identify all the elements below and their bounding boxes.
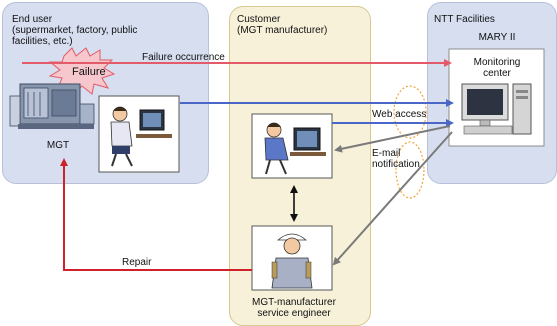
email-arrow-engineer [332,131,453,266]
customer-title: Customer (MGT manufacturer) [237,14,328,36]
ntt-title: NTT Facilities [434,14,495,25]
failure-burst-label: Failure [72,66,106,78]
monitoring-center-label: Monitoring center [473,57,521,79]
mgt-machine-icon [9,83,95,129]
repair-arrow [60,158,252,271]
monitoring-computer-icon [448,48,545,147]
email-arrow-customer [334,125,451,153]
web-access-cloud [393,85,427,139]
repair-label: Repair [122,257,152,268]
email-notification-label: E-mail notification [372,148,420,170]
failure-occurrence-label: Failure occurrence [142,52,225,63]
email-cloud [395,141,425,199]
service-engineer-label: MGT-manufacturer service engineer [252,297,336,319]
end-user-title: End user (supermarket, factory, public f… [12,14,138,47]
failure-burst [48,47,116,95]
mgt-label: MGT [46,140,70,151]
web-access-label: Web access [372,109,427,120]
end-user-operator-image [98,95,180,173]
service-engineer-image [251,225,333,291]
mary-ii-label: MARY II [478,32,516,43]
customer-operator-image [251,113,333,179]
